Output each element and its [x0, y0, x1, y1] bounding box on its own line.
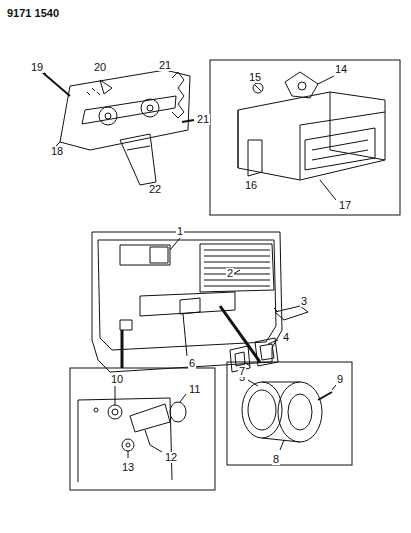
callout-number: 16	[244, 180, 258, 191]
callout-number: 3	[300, 296, 308, 307]
callout-number: 4	[282, 332, 290, 343]
diagram-code: 9171 1540	[6, 8, 60, 19]
callout-number: 7	[238, 366, 246, 377]
callout-number: 20	[93, 62, 107, 73]
callout-number: 14	[334, 64, 348, 75]
callout-number: 2	[226, 268, 234, 279]
callout-number: 9	[336, 374, 344, 385]
callout-number: 10	[110, 374, 124, 385]
callout-number: 6	[188, 358, 196, 369]
callout-number: 1	[176, 226, 184, 237]
callout-number: 22	[148, 184, 162, 195]
callout-number: 18	[50, 146, 64, 157]
callout-number: 19	[30, 62, 44, 73]
callout-number: 11	[188, 384, 201, 395]
callout-number: 21	[158, 60, 172, 71]
callout-number: 8	[272, 454, 280, 465]
callout-number: 15	[248, 72, 262, 83]
callout-number: 17	[338, 200, 352, 211]
callout-number: 21	[196, 114, 210, 125]
callout-number: 12	[164, 452, 178, 463]
callout-number: 13	[121, 462, 135, 473]
